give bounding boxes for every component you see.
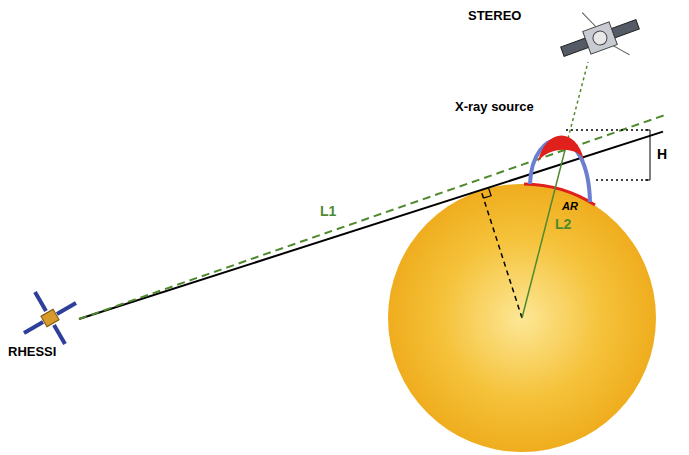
sightline-l2 xyxy=(522,150,565,318)
region-label: AR xyxy=(562,200,578,213)
source-label: X-ray source xyxy=(455,99,534,115)
line-label: L1 xyxy=(320,203,336,220)
radius-line xyxy=(481,191,522,319)
line-label: L2 xyxy=(555,216,571,233)
tangent-line xyxy=(79,132,663,319)
height-guide-bottom xyxy=(596,179,650,181)
stereo-satellite xyxy=(552,0,646,76)
active-region-arc xyxy=(524,184,595,205)
satellite-name: RHESSI xyxy=(8,344,56,360)
height-bracket xyxy=(645,130,650,180)
satellite-name: STEREO xyxy=(468,8,521,24)
sightline-l1 xyxy=(79,115,665,319)
dimension-label: H xyxy=(657,146,667,163)
height-guide-top xyxy=(566,129,650,131)
x-ray-source xyxy=(538,135,584,162)
sightline-l2-dotted xyxy=(565,62,588,150)
